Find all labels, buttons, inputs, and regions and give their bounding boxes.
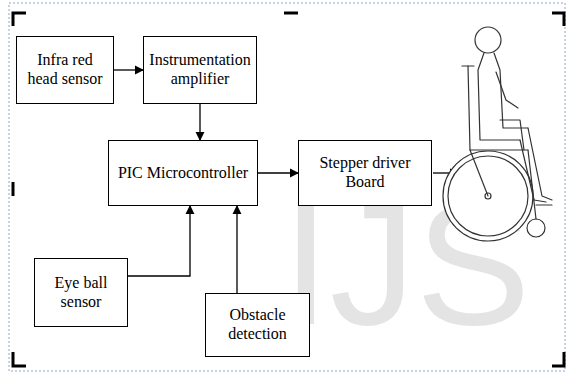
box-label: Eye ball sensor [39, 274, 123, 312]
wheelchair-illustration [443, 27, 552, 241]
process-box: PIC Microcontroller [108, 140, 258, 206]
process-box: Eye ball sensor [34, 258, 128, 327]
box-label: Obstacle detection [210, 306, 305, 344]
box-label: Infra red head sensor [21, 51, 109, 89]
process-box: Infra red head sensor [16, 36, 114, 104]
signal-arrow [258, 172, 298, 173]
process-box: Instrumentation amplifier [143, 36, 257, 104]
signal-arrow [128, 206, 190, 276]
box-label: PIC Microcontroller [118, 164, 248, 183]
process-box: Stepper driver Board [298, 140, 432, 206]
signal-arrow [114, 69, 143, 70]
signal-arrow [199, 104, 200, 140]
dashed-frame [9, 3, 565, 371]
signal-arrow [236, 206, 237, 293]
box-label: Stepper driver Board [303, 154, 427, 192]
process-box: Obstacle detection [205, 293, 310, 357]
corner-brackets [13, 13, 564, 366]
box-label: Instrumentation amplifier [148, 51, 252, 89]
